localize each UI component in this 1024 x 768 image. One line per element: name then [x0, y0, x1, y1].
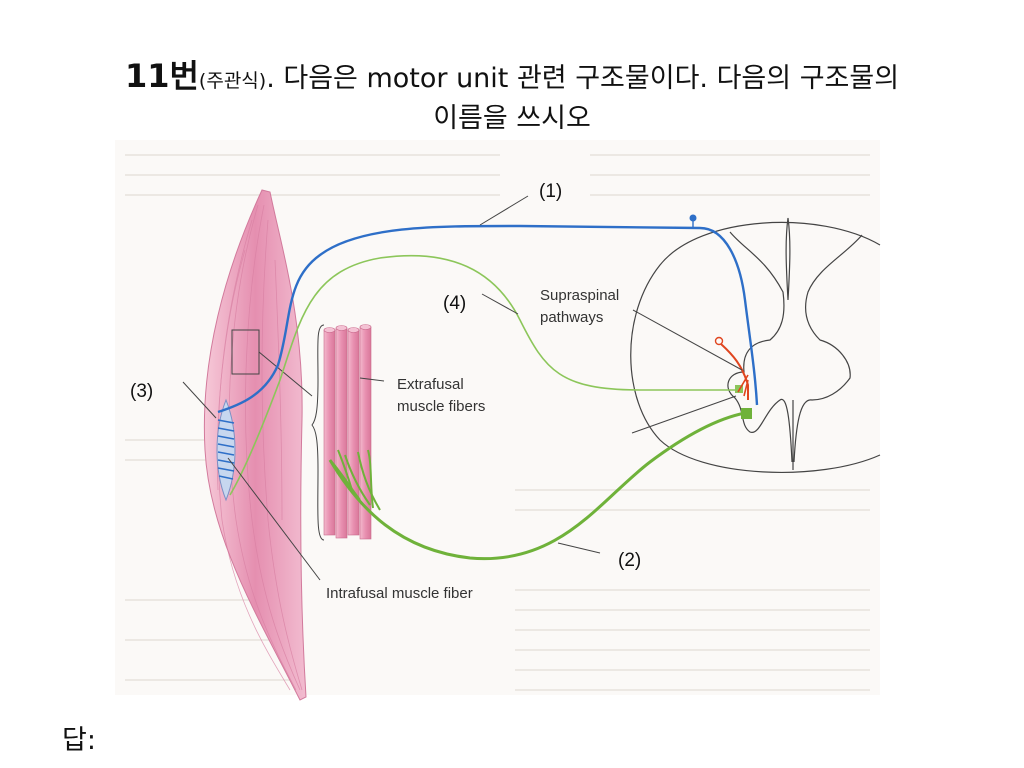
supraspinal-label-line1: Supraspinal: [540, 287, 619, 304]
question-title: 11번(주관식). 다음은 motor unit 관련 구조물이다. 다음의 구…: [0, 58, 1024, 137]
interneuron: [714, 336, 749, 400]
fiber-2-branches: [329, 449, 381, 511]
marker-2: (2): [618, 550, 641, 571]
fiber-2: [328, 411, 746, 561]
question-number: 11번: [124, 57, 199, 95]
question-line-2: 이름을 쓰시오: [433, 103, 591, 134]
intrafusal-label: Intrafusal muscle fiber: [326, 585, 473, 602]
fiber-4: [229, 254, 738, 496]
leader-lines: [182, 195, 743, 581]
extrafusal-label-line1: Extrafusal: [397, 376, 464, 393]
answer-label: 답:: [62, 725, 96, 756]
marker-4: (4): [443, 293, 466, 314]
marker-1: (1): [539, 181, 562, 202]
extrafusal-fiber-bundle: [323, 324, 372, 540]
cord-outline: [630, 221, 881, 473]
extrafusal-label-line2: muscle fibers: [397, 398, 485, 415]
spinal-cord: [630, 217, 881, 473]
zoom-connector: [258, 351, 313, 397]
question-line-1: 11번(주관식). 다음은 motor unit 관련 구조물이다. 다음의 구…: [0, 58, 1024, 100]
supraspinal-label-line2: pathways: [540, 309, 603, 326]
spindle-coil: [217, 419, 235, 480]
fiber-1: [217, 224, 759, 414]
question-type: (주관식): [198, 70, 267, 92]
muscle-spindle: [216, 398, 236, 502]
marker-3: (3): [130, 381, 153, 402]
fiber-1-bulb: [689, 214, 697, 222]
posterior-median-sulcus: [785, 217, 791, 301]
bundle-brace: [311, 324, 325, 541]
muscle-striations: [216, 204, 303, 691]
question-text: . 다음은 motor unit 관련 구조물이다. 다음의 구조물의: [266, 63, 900, 94]
fiber-2-terminal: [741, 408, 752, 419]
